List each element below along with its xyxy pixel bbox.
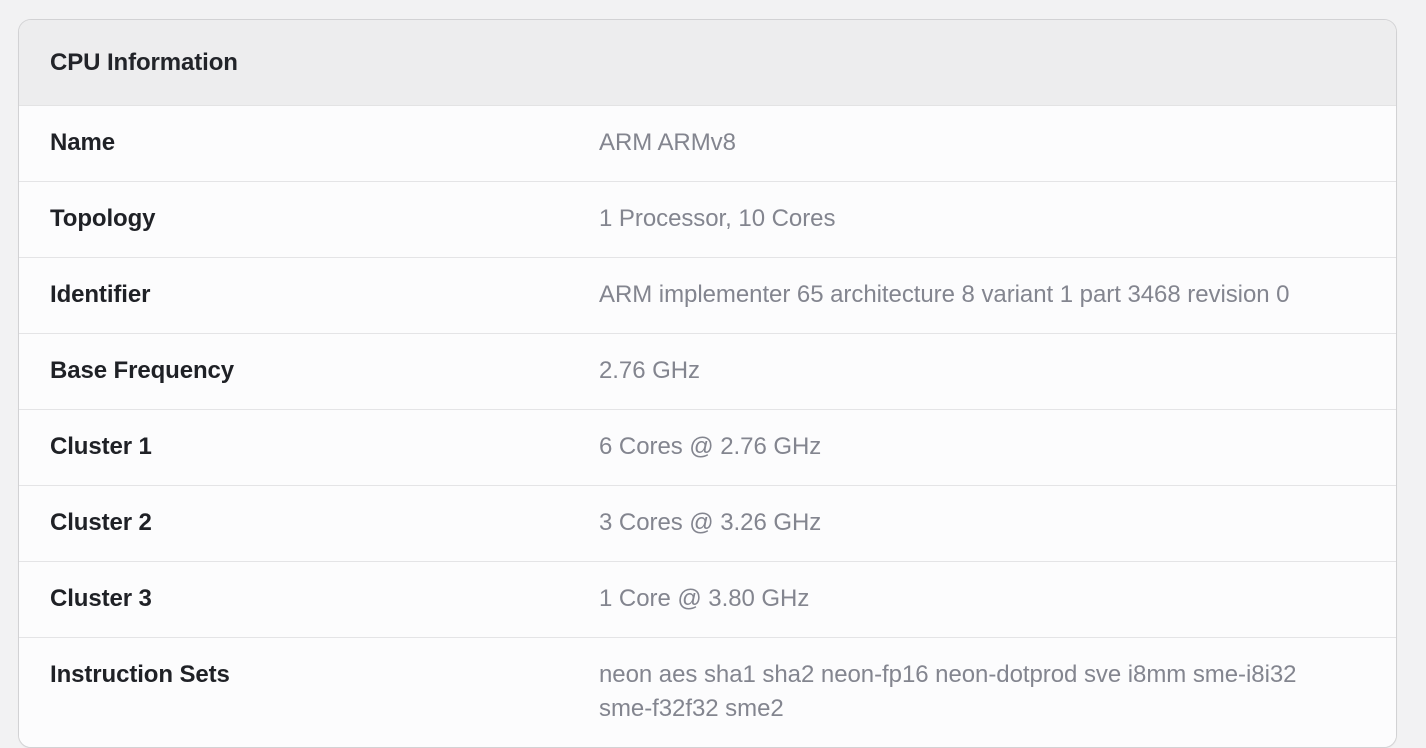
row-label: Identifier [50, 281, 151, 308]
row-label: Cluster 1 [50, 433, 152, 460]
row-label: Name [50, 129, 115, 156]
row-label: Cluster 3 [50, 585, 152, 612]
table-row: Cluster 1 6 Cores @ 2.76 GHz [19, 409, 1396, 485]
card-header: CPU Information [19, 20, 1396, 106]
table-row: Topology 1 Processor, 10 Cores [19, 181, 1396, 257]
table-row: Base Frequency 2.76 GHz [19, 333, 1396, 409]
table-row: Cluster 3 1 Core @ 3.80 GHz [19, 561, 1396, 637]
row-label: Base Frequency [50, 357, 235, 384]
cpu-information-card: CPU Information Name ARM ARMv8 Topology … [18, 19, 1397, 748]
row-value: ARM implementer 65 architecture 8 varian… [599, 281, 1290, 308]
table-row: Cluster 2 3 Cores @ 3.26 GHz [19, 485, 1396, 561]
cpu-information-table: Name ARM ARMv8 Topology 1 Processor, 10 … [19, 106, 1396, 747]
row-label: Topology [50, 205, 156, 232]
table-row: Instruction Sets neon aes sha1 sha2 neon… [19, 637, 1396, 747]
card-title: CPU Information [50, 48, 238, 76]
row-value: 1 Processor, 10 Cores [599, 205, 836, 232]
table-row: Name ARM ARMv8 [19, 106, 1396, 181]
row-value: 3 Cores @ 3.26 GHz [599, 509, 822, 536]
row-label: Instruction Sets [50, 661, 230, 688]
row-label: Cluster 2 [50, 509, 152, 536]
row-value: 2.76 GHz [599, 357, 700, 384]
row-value: ARM ARMv8 [599, 129, 736, 156]
row-value: neon aes sha1 sha2 neon-fp16 neon-dotpro… [599, 661, 1297, 722]
row-value: 1 Core @ 3.80 GHz [599, 585, 810, 612]
table-row: Identifier ARM implementer 65 architectu… [19, 257, 1396, 333]
row-value: 6 Cores @ 2.76 GHz [599, 433, 822, 460]
